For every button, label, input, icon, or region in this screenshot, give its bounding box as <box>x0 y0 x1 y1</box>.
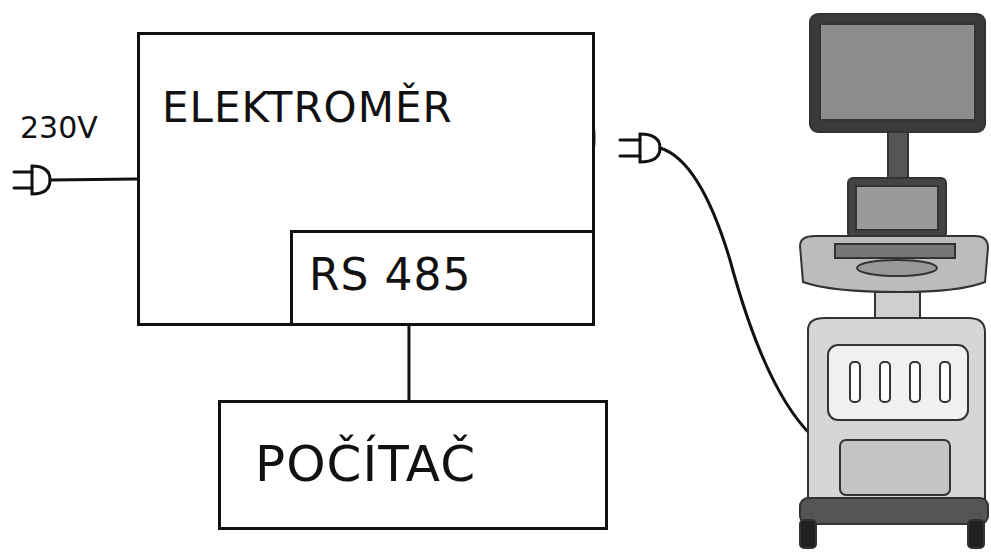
mains-plug <box>14 166 137 194</box>
node-label: RS 485 <box>309 251 471 299</box>
node-label: POČÍTAČ <box>255 437 476 492</box>
device-plug <box>620 134 812 436</box>
voltage-label: 230V <box>20 110 98 145</box>
ultrasound-machine <box>800 14 988 548</box>
node-label: ELEKTROMĚR <box>162 85 453 131</box>
interface-box: RS 485 <box>290 230 595 326</box>
bus-wire <box>408 326 409 400</box>
computer-box: POČÍTAČ <box>218 400 608 530</box>
meter-box: ELEKTROMĚR RS 485 <box>137 32 595 326</box>
